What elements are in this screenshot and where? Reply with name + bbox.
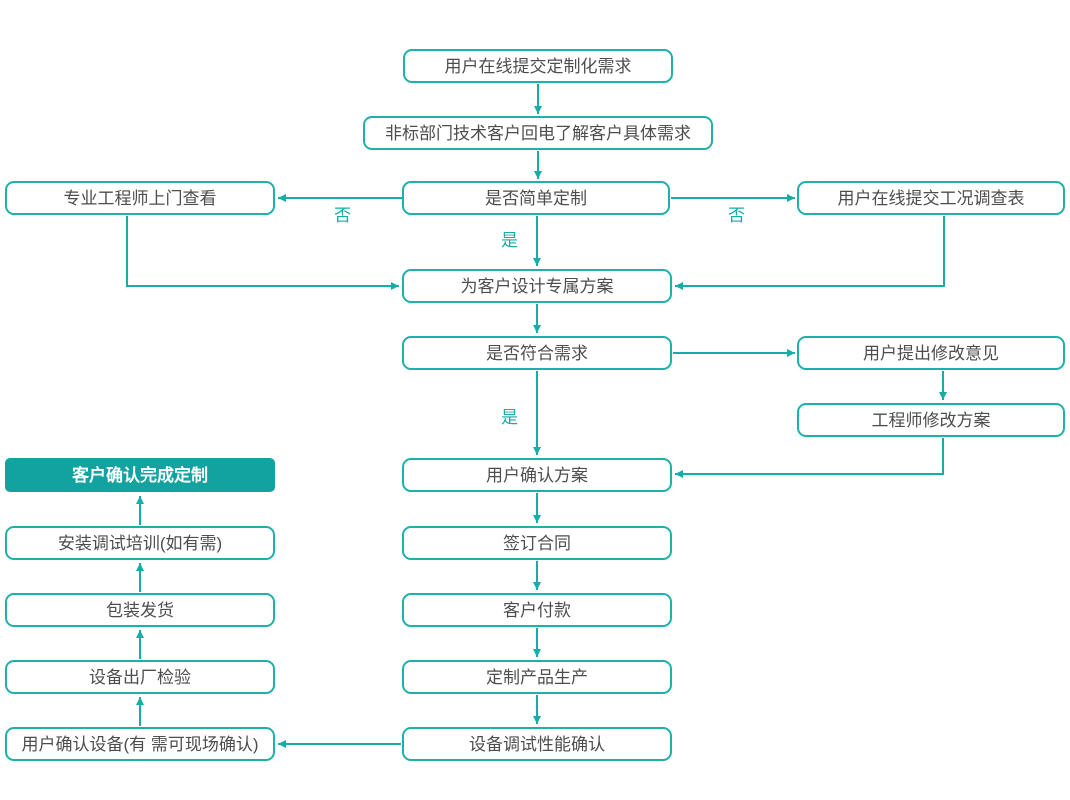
flow-node-engineer-revise: 工程师修改方案 bbox=[797, 403, 1065, 437]
flow-edge bbox=[126, 216, 399, 290]
flow-node-simple-decision: 是否简单定制 bbox=[402, 181, 670, 215]
flow-node-revision-feedback: 用户提出修改意见 bbox=[797, 336, 1065, 370]
edge-label-no-left: 否 bbox=[334, 206, 351, 225]
flow-node-callback: 非标部门技术客户回电了解客户具体需求 bbox=[363, 116, 713, 150]
flow-node-debug-confirm: 设备调试性能确认 bbox=[402, 727, 672, 761]
flow-node-confirm-device: 用户确认设备(有 需可现场确认) bbox=[5, 727, 275, 761]
flow-node-packing-shipping: 包装发货 bbox=[5, 593, 275, 627]
flow-node-production: 定制产品生产 bbox=[402, 660, 672, 694]
flow-node-sign-contract: 签订合同 bbox=[402, 526, 672, 560]
flow-node-customization-complete: 客户确认完成定制 bbox=[5, 458, 275, 492]
flow-node-install-training: 安装调试培训(如有需) bbox=[5, 526, 275, 560]
flow-node-confirm-plan: 用户确认方案 bbox=[402, 458, 672, 492]
flow-node-factory-inspection: 设备出厂检验 bbox=[5, 660, 275, 694]
flow-node-submit-request: 用户在线提交定制化需求 bbox=[403, 49, 673, 83]
flow-node-meets-requirements: 是否符合需求 bbox=[402, 336, 672, 370]
edge-label-no-right: 否 bbox=[728, 206, 745, 225]
edge-label-yes-mid: 是 bbox=[501, 408, 518, 427]
flow-node-payment: 客户付款 bbox=[402, 593, 672, 627]
flow-edge bbox=[675, 438, 944, 478]
flow-node-survey-form: 用户在线提交工况调查表 bbox=[797, 181, 1065, 215]
edge-label-yes-top: 是 bbox=[501, 231, 518, 250]
flow-node-engineer-visit: 专业工程师上门查看 bbox=[5, 181, 275, 215]
flow-node-design-plan: 为客户设计专属方案 bbox=[402, 269, 672, 303]
flow-edge bbox=[675, 216, 945, 290]
